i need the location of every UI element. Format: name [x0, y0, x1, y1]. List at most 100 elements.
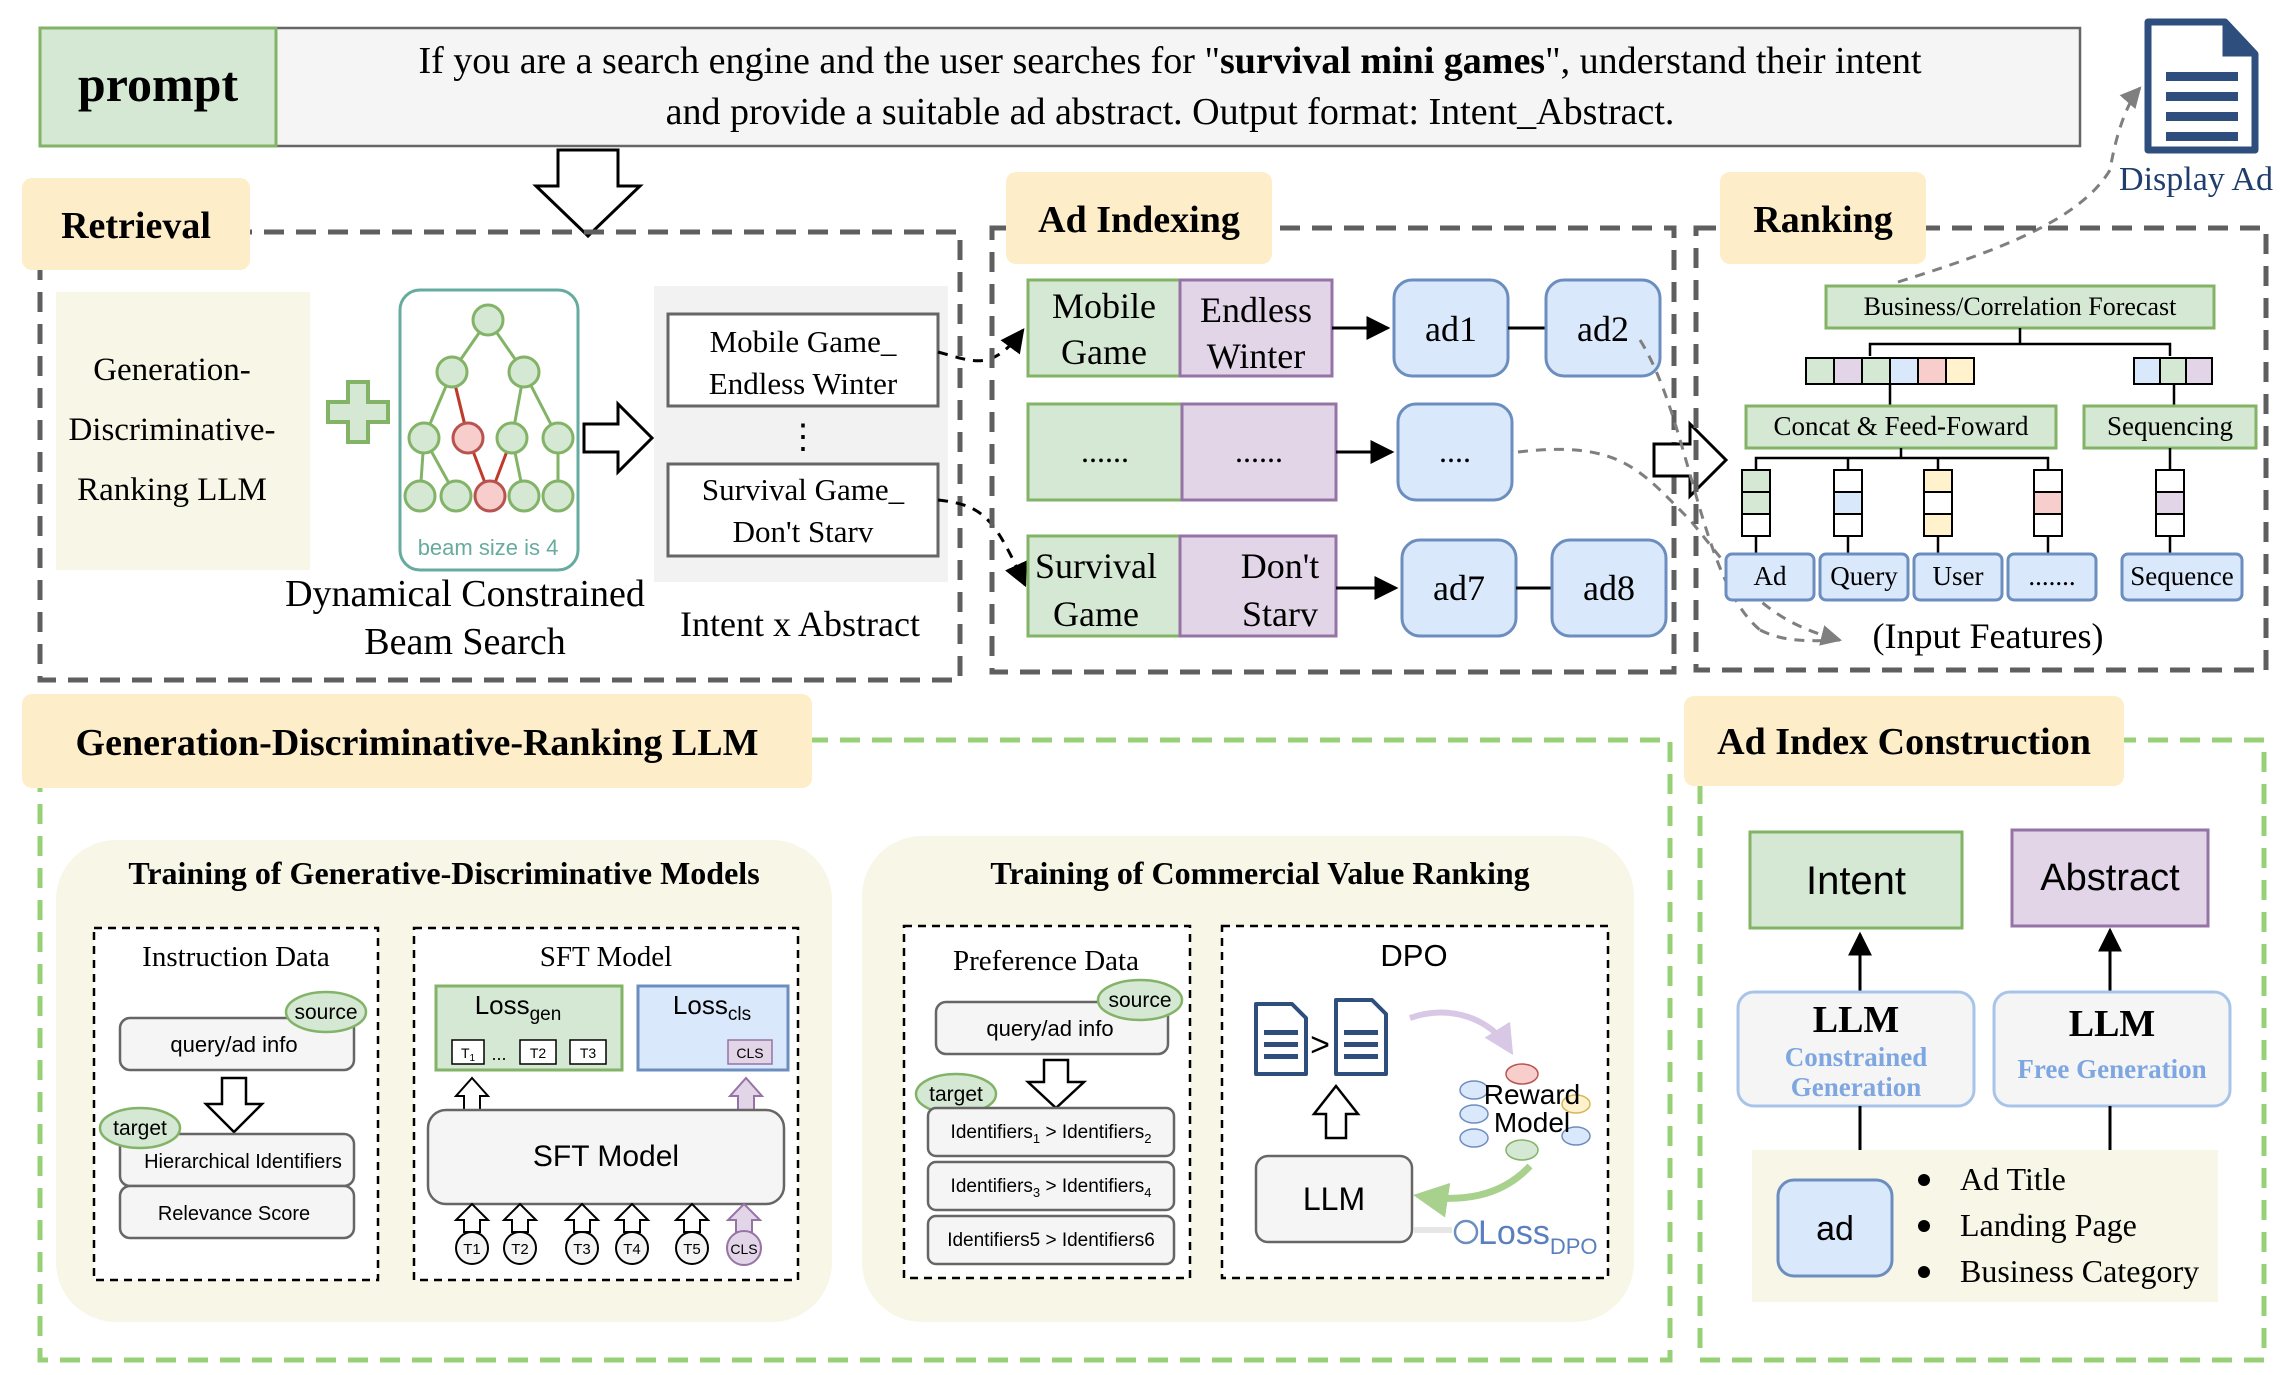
plus-icon — [326, 380, 390, 444]
gen-disc-title: Training of Generative-Discriminative Mo… — [128, 855, 759, 891]
right-arrow-icon — [1652, 420, 1729, 500]
forecast-box: Business/Correlation Forecast — [1864, 292, 2177, 321]
feature-user: User — [1933, 561, 1984, 591]
index-row-1-ad-1: ad1 — [1425, 309, 1477, 349]
intent-item-1-line-1: Mobile Game_ — [710, 324, 897, 359]
prompt-label: prompt — [78, 56, 239, 112]
retrieval-llm-line-1: Generation- — [93, 352, 251, 388]
llm-right-title: LLM — [2069, 1003, 2156, 1045]
abstract-box: Abstract — [2040, 857, 2180, 899]
sequencing-box: Sequencing — [2107, 411, 2233, 441]
down-arrow-icon — [202, 1076, 266, 1134]
reward-model-network: Reward Model — [1459, 1063, 1591, 1161]
feature-query: Query — [1830, 561, 1898, 591]
gen-token-3: T3 — [580, 1045, 597, 1061]
ad-index-construction-section: Ad Index Construction Intent Abstract LL… — [1684, 696, 2267, 1363]
input-token-5: T5 — [683, 1241, 701, 1258]
llm-right-sub: Free Generation — [2017, 1054, 2206, 1084]
beam-caption-line-2: Beam Search — [364, 621, 566, 663]
retrieval-title: Retrieval — [61, 205, 211, 247]
down-arrow-icon — [1024, 1058, 1088, 1110]
document-icon — [1254, 1002, 1308, 1076]
prompt-line-2: and provide a suitable ad abstract. Outp… — [666, 91, 1675, 133]
index-row-3-intent-line-1: Survival — [1035, 546, 1157, 586]
gen-token-dots: ... — [491, 1044, 506, 1064]
retrieval-llm-line-2: Discriminative- — [68, 412, 275, 448]
beam-size-note: beam size is 4 — [418, 535, 559, 560]
reward-model-line-2: Model — [1494, 1107, 1570, 1138]
index-row-3-abstract-line-2: Starv — [1242, 594, 1318, 634]
dpo-llm-box: LLM — [1303, 1181, 1365, 1217]
instruction-data-title: Instruction Data — [142, 941, 330, 973]
prompt-bar: prompt If you are a search engine and th… — [38, 26, 2082, 148]
display-ad-label: Display Ad — [2119, 161, 2273, 198]
preference-query: query/ad info — [986, 1016, 1113, 1041]
dpo-gt: > — [1310, 1026, 1330, 1064]
display-ad: Display Ad — [2119, 18, 2273, 198]
ad-indexing-title: Ad Indexing — [1038, 199, 1240, 241]
index-row-1-ad-2: ad2 — [1577, 309, 1629, 349]
commercial-title: Training of Commercial Value Ranking — [990, 855, 1529, 891]
ad-indexing-section: Ad Indexing Mobile Game Endless Winter a… — [989, 172, 1677, 675]
index-row-2-abstract: ...... — [1235, 433, 1283, 469]
ranking-title: Ranking — [1753, 199, 1892, 241]
gdr-llm-title: Generation-Discriminative-Ranking LLM — [76, 722, 759, 764]
index-row-3-abstract-line-1: Don't — [1241, 546, 1320, 586]
input-token-4: T4 — [623, 1241, 641, 1258]
index-row-3-ad-2: ad8 — [1583, 568, 1635, 608]
input-token-3: T3 — [573, 1241, 591, 1258]
cls-token: CLS — [736, 1045, 763, 1061]
up-arrow-icon — [1311, 1083, 1361, 1140]
intent-dots: ⋮ — [786, 419, 820, 456]
feature-more: ....... — [2028, 561, 2075, 591]
intent-item-1-line-2: Endless Winter — [709, 366, 898, 401]
hierarchical-identifiers: Hierarchical Identifiers — [144, 1151, 342, 1173]
input-features-label: (Input Features) — [1873, 616, 2104, 656]
retrieval-section: Retrieval Generation- Discriminative- Ra… — [22, 178, 963, 683]
intent-item-2-line-2: Don't Starv — [733, 514, 874, 549]
preference-pair-3: Identifiers5 > Identifiers6 — [947, 1230, 1155, 1251]
dpo-title: DPO — [1380, 938, 1447, 973]
preference-data-title: Preference Data — [953, 945, 1139, 977]
instruction-query: query/ad info — [170, 1032, 297, 1057]
index-row-3-ad-1: ad7 — [1433, 568, 1485, 608]
retrieval-llm-line-3: Ranking LLM — [77, 472, 267, 508]
input-token-2: T2 — [511, 1241, 529, 1258]
index-row-1-intent-line-1: Mobile — [1052, 286, 1156, 326]
instruction-target-tag: target — [113, 1117, 167, 1140]
index-row-1-intent-line-2: Game — [1061, 332, 1147, 372]
up-arrow-icon — [453, 1076, 491, 1111]
llm-left-sub-2: Generation — [1791, 1072, 1921, 1102]
reward-model-line-1: Reward — [1484, 1079, 1580, 1110]
relevance-score: Relevance Score — [158, 1203, 310, 1225]
prompt-line-1: If you are a search engine and the user … — [418, 40, 1922, 82]
gen-token-1: T1 — [461, 1045, 476, 1064]
feature-sequence: Sequence — [2130, 561, 2233, 591]
sft-model-box: SFT Model — [533, 1140, 679, 1173]
bullet-landing-page: Landing Page — [1960, 1207, 2137, 1243]
bullet-business-category: Business Category — [1960, 1253, 2199, 1289]
input-token-cls: CLS — [730, 1241, 757, 1257]
preference-pair-1: Identifiers1 > Identifiers2 — [951, 1122, 1152, 1146]
intent-item-2-line-1: Survival Game_ — [702, 472, 905, 507]
instruction-source-tag: source — [294, 1001, 357, 1024]
index-row-2-ad: .... — [1439, 433, 1471, 469]
concat-box: Concat & Feed-Foward — [1774, 411, 2029, 441]
preference-target-tag: target — [929, 1083, 983, 1106]
down-arrow-icon — [532, 148, 644, 239]
llm-left-sub-1: Constrained — [1785, 1042, 1928, 1072]
index-row-1-abstract-line-2: Winter — [1207, 336, 1306, 376]
up-arrow-icon — [727, 1076, 765, 1111]
loss-dpo-label: LossDPO — [1478, 1214, 1598, 1259]
intent-caption: Intent x Abstract — [680, 604, 920, 644]
right-arrow-icon — [582, 400, 655, 476]
document-icon — [1334, 998, 1388, 1076]
intent-box: Intent — [1806, 859, 1906, 903]
llm-left-title: LLM — [1813, 999, 1900, 1041]
index-row-2-intent: ...... — [1081, 433, 1129, 469]
feature-ad: Ad — [1754, 561, 1787, 591]
preference-source-tag: source — [1108, 989, 1171, 1012]
input-token-1: T1 — [463, 1241, 481, 1258]
loss-gen-label: Lossgen — [475, 990, 562, 1025]
